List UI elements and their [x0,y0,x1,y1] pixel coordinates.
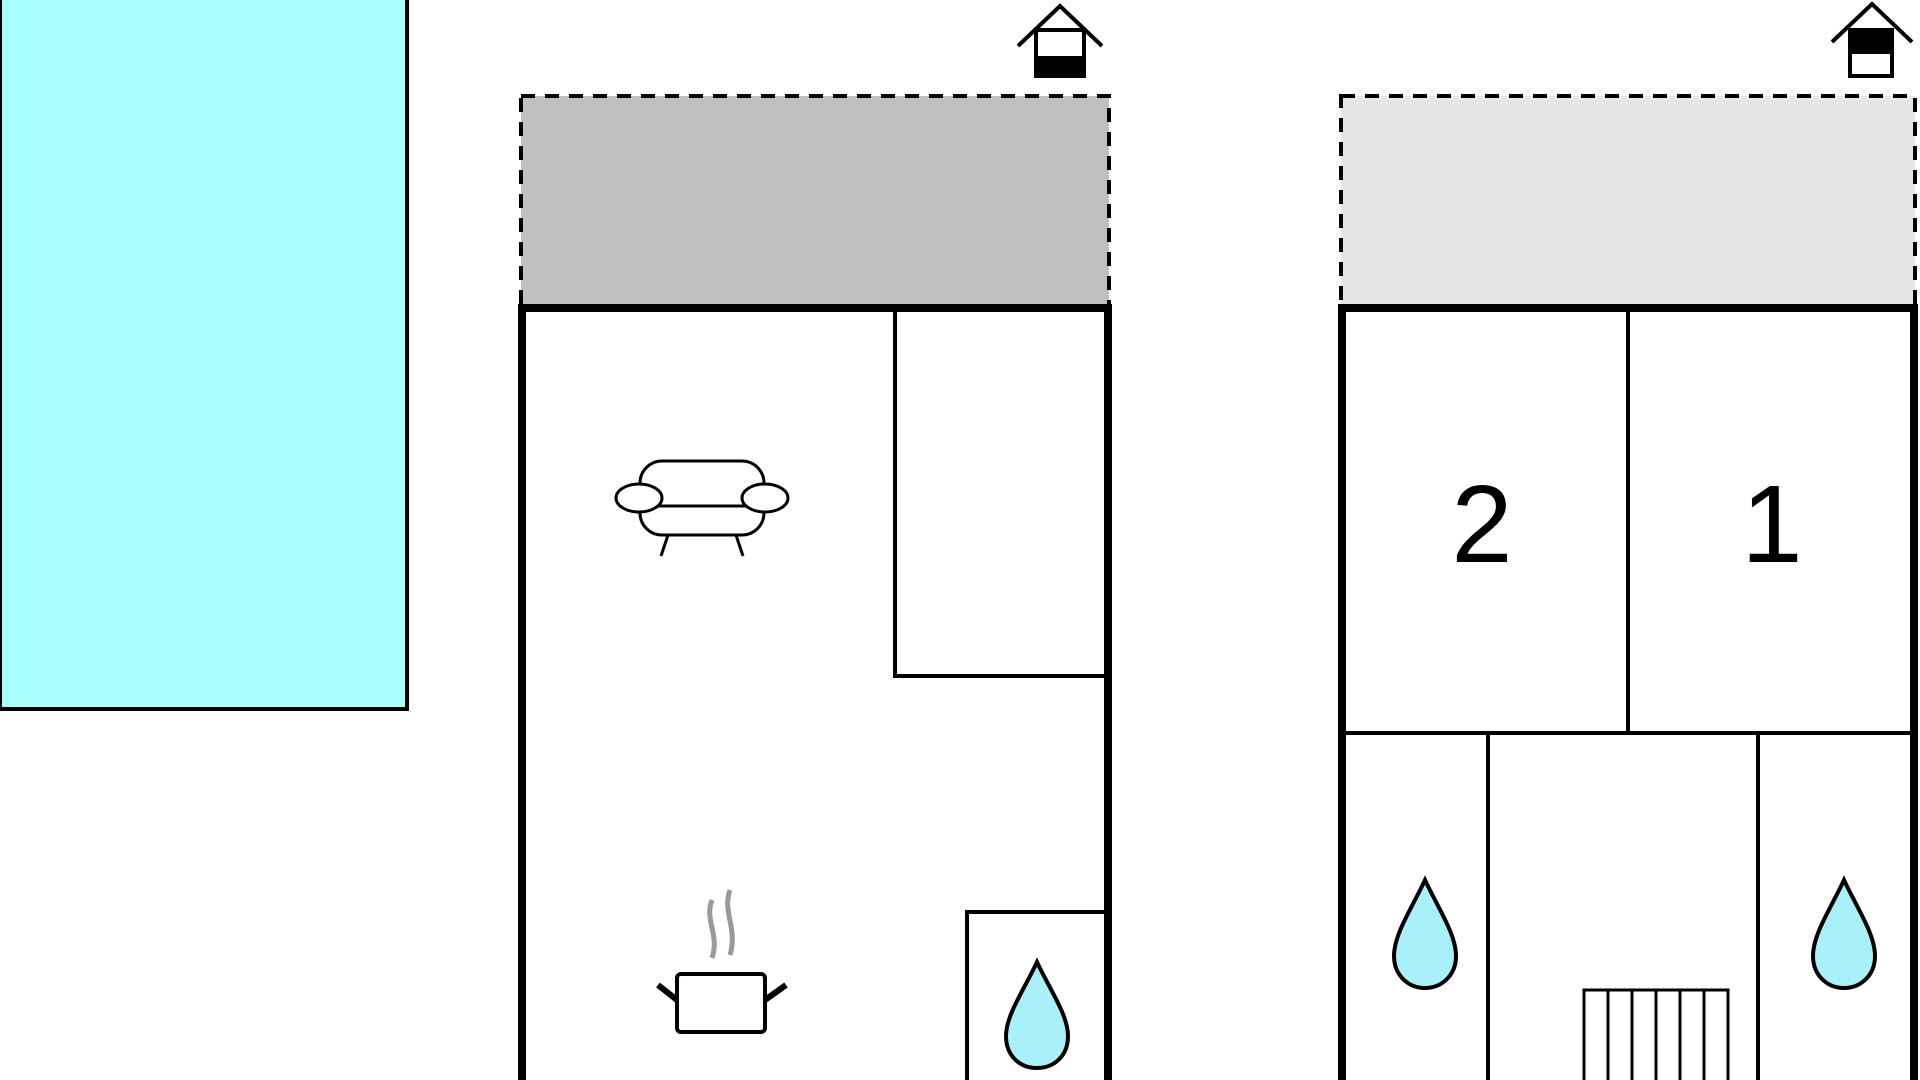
bathroom-wall [965,910,1106,1080]
upper-floor-plan: 2 1 [1338,1,1918,1080]
house-floor-icon [1830,1,1914,78]
stairs-icon [1582,988,1730,1080]
sofa-icon [614,459,790,557]
cooking-pot-icon [656,889,788,1034]
bedroom-2-number: 2 [1451,463,1512,586]
water-drop-icon [1003,957,1071,1071]
ground-floor-walls [518,304,1112,1080]
water-drop-icon [1810,875,1878,991]
house-floor-icon [1016,3,1104,78]
ground-floor-plan [518,3,1112,1080]
water-drop-icon [1391,875,1459,991]
balcony [1339,94,1917,310]
swimming-pool [0,0,409,711]
bedroom-1-number: 1 [1741,463,1802,586]
inner-room-wall [893,308,1106,678]
covered-terrace [519,94,1111,310]
